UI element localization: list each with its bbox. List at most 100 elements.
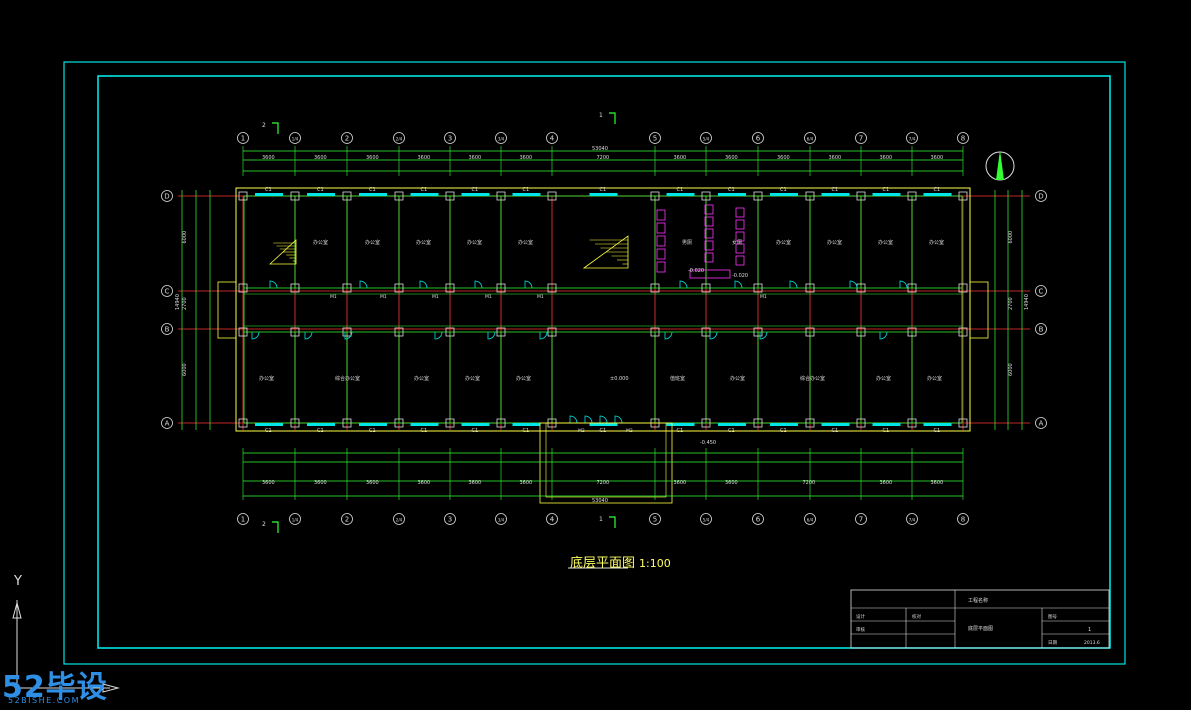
level-3: -0.450 (700, 440, 716, 446)
column-8-1 (701, 418, 711, 428)
axis-bubble-0-8 (700, 132, 712, 144)
bay-dim-bot-5: 3600 (520, 480, 533, 486)
row-bubble-1-2 (1035, 323, 1047, 335)
column-2-0 (342, 191, 352, 201)
window-label-bot-9: C1 (780, 428, 787, 434)
entry-door-3 (614, 415, 623, 424)
door-bot-1 (304, 331, 313, 340)
window-label-bot-2: C1 (369, 428, 376, 434)
row-label-0-3: A (165, 420, 170, 428)
window-bot-2 (359, 423, 387, 426)
toilet-w-3 (704, 240, 714, 251)
room-bot-7: 综合办公室 (800, 375, 825, 382)
section-mark-2 (272, 521, 279, 533)
column-3-1 (394, 418, 404, 428)
axis-label-1-4: 3 (448, 516, 452, 524)
row-dim-left-0: 6000 (182, 231, 188, 244)
column-1-2 (290, 283, 300, 293)
window-label-bot-12: C1 (934, 428, 941, 434)
door-bot-4 (487, 331, 496, 340)
column-9-1 (753, 418, 763, 428)
window-label-top-3: C1 (421, 187, 428, 193)
window-label-top-12: C1 (934, 187, 941, 193)
row-label-1-3: A (1039, 420, 1044, 428)
axis-label-1-10: 6/4 (807, 518, 814, 523)
axis-label-0-6: 4 (550, 135, 555, 143)
overall-dim-bot: 53040 (592, 498, 608, 504)
bay-dim-bot-10: 3600 (880, 480, 893, 486)
bay-dim-top-6: 7200 (597, 155, 610, 161)
bay-dim-top-4: 3600 (469, 155, 482, 161)
tb-r2: 校对 (912, 613, 921, 620)
window-bot-7 (666, 423, 695, 426)
axis-bubble-1-9 (752, 513, 764, 525)
room-top-7: 办公室 (776, 239, 791, 246)
column-0-3 (238, 327, 248, 337)
bay-dim-bot-8: 3600 (725, 480, 738, 486)
tb-project: 工程名称 (968, 597, 988, 604)
room-top-10: 办公室 (929, 239, 944, 246)
window-bot-1 (307, 423, 335, 426)
row-label-0-0: D (164, 193, 169, 201)
bay-dim-top-3: 3600 (418, 155, 431, 161)
level-0: ±0.000 (610, 376, 629, 382)
axis-label-1-12: 7/4 (909, 518, 916, 523)
axis-bubble-0-1 (289, 132, 301, 144)
axis-label-1-8: 5/4 (703, 518, 710, 523)
bay-dim-top-0: 3600 (262, 155, 275, 161)
window-label-top-9: C1 (780, 187, 787, 193)
door-bot-8 (759, 331, 768, 340)
axis-label-1-9: 6 (756, 516, 761, 524)
window-label-bot-0: C1 (265, 428, 272, 434)
axis-label-1-3: 2/4 (396, 518, 403, 523)
door-label-3: M1 (485, 294, 492, 300)
column-7-2 (650, 283, 660, 293)
side-entry-left (217, 281, 237, 339)
axis-label-1-11: 7 (859, 516, 863, 524)
section-num-0: 2 (262, 122, 266, 129)
axis-bubble-1-2 (341, 513, 353, 525)
room-top-1: 办公室 (365, 239, 380, 246)
tb-r4: 日期 (1048, 640, 1057, 646)
window-label-bot-1: C1 (317, 428, 324, 434)
room-top-0: 办公室 (313, 239, 328, 246)
axis-bubble-0-12 (906, 132, 918, 144)
bay-dim-bot-3: 3600 (418, 480, 431, 486)
entrance-platform (539, 422, 673, 504)
side-entry-right (969, 281, 989, 339)
column-12-1 (907, 418, 917, 428)
axis-label-1-6: 4 (550, 516, 555, 524)
column-11-3 (856, 327, 866, 337)
door-label-m2a: M2 (578, 428, 585, 434)
bay-dim-top-12: 3600 (931, 155, 944, 161)
total-depth-right: 14940 (1024, 294, 1030, 310)
column-4-0 (445, 191, 455, 201)
room-top-8: 办公室 (827, 239, 842, 246)
door-top-1 (359, 280, 368, 289)
toilet-w-2 (704, 228, 714, 239)
axis-label-0-9: 6 (756, 135, 761, 143)
window-bot-8 (718, 423, 746, 426)
column-2-3 (342, 327, 352, 337)
axis-bubble-0-4 (444, 132, 456, 144)
axis-bubble-0-9 (752, 132, 764, 144)
axis-label-0-12: 7/4 (909, 137, 916, 142)
axis-bubble-1-12 (906, 513, 918, 525)
toilet-m-1 (656, 222, 666, 234)
column-7-3 (650, 327, 660, 337)
door-top-0 (269, 280, 278, 289)
door-bot-2 (344, 331, 353, 340)
column-10-2 (805, 283, 815, 293)
axis-label-1-7: 5 (653, 516, 657, 524)
room-bot-4: 办公室 (516, 375, 531, 382)
axis-label-0-11: 7 (859, 135, 863, 143)
window-label-top-4: C1 (472, 187, 479, 193)
column-3-3 (394, 327, 404, 337)
room-bot-6: 办公室 (730, 375, 745, 382)
axis-bubble-0-0 (237, 132, 249, 144)
room-bot-1: 综合办公室 (335, 375, 360, 382)
toilet-w-4 (704, 252, 714, 263)
bay-dim-bot-11: 3600 (931, 480, 944, 486)
axis-bubble-1-10 (804, 513, 816, 525)
toilet-m-0 (656, 209, 666, 221)
